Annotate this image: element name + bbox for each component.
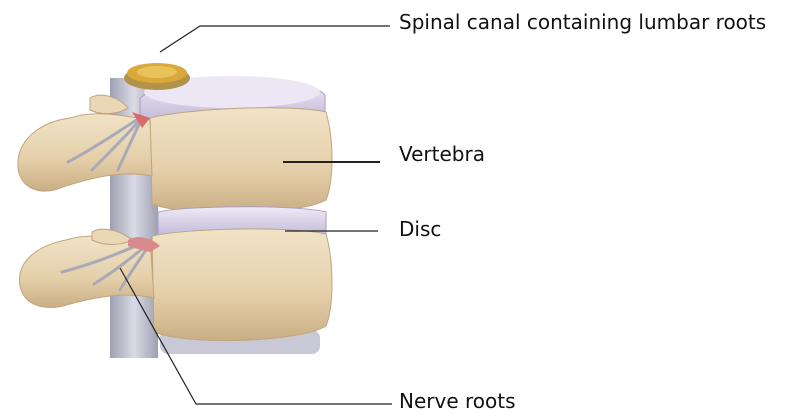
lower-vertebra (19, 229, 332, 341)
canal-leader (160, 26, 390, 52)
nerve-roots-label: Nerve roots (399, 389, 516, 413)
spinal-canal-label: Spinal canal containing lumbar roots (399, 10, 766, 34)
spinal-canal-cross-section (124, 63, 190, 90)
upper-vertebra (18, 95, 332, 213)
vertebra-label: Vertebra (399, 142, 485, 166)
disc-label: Disc (399, 217, 441, 241)
